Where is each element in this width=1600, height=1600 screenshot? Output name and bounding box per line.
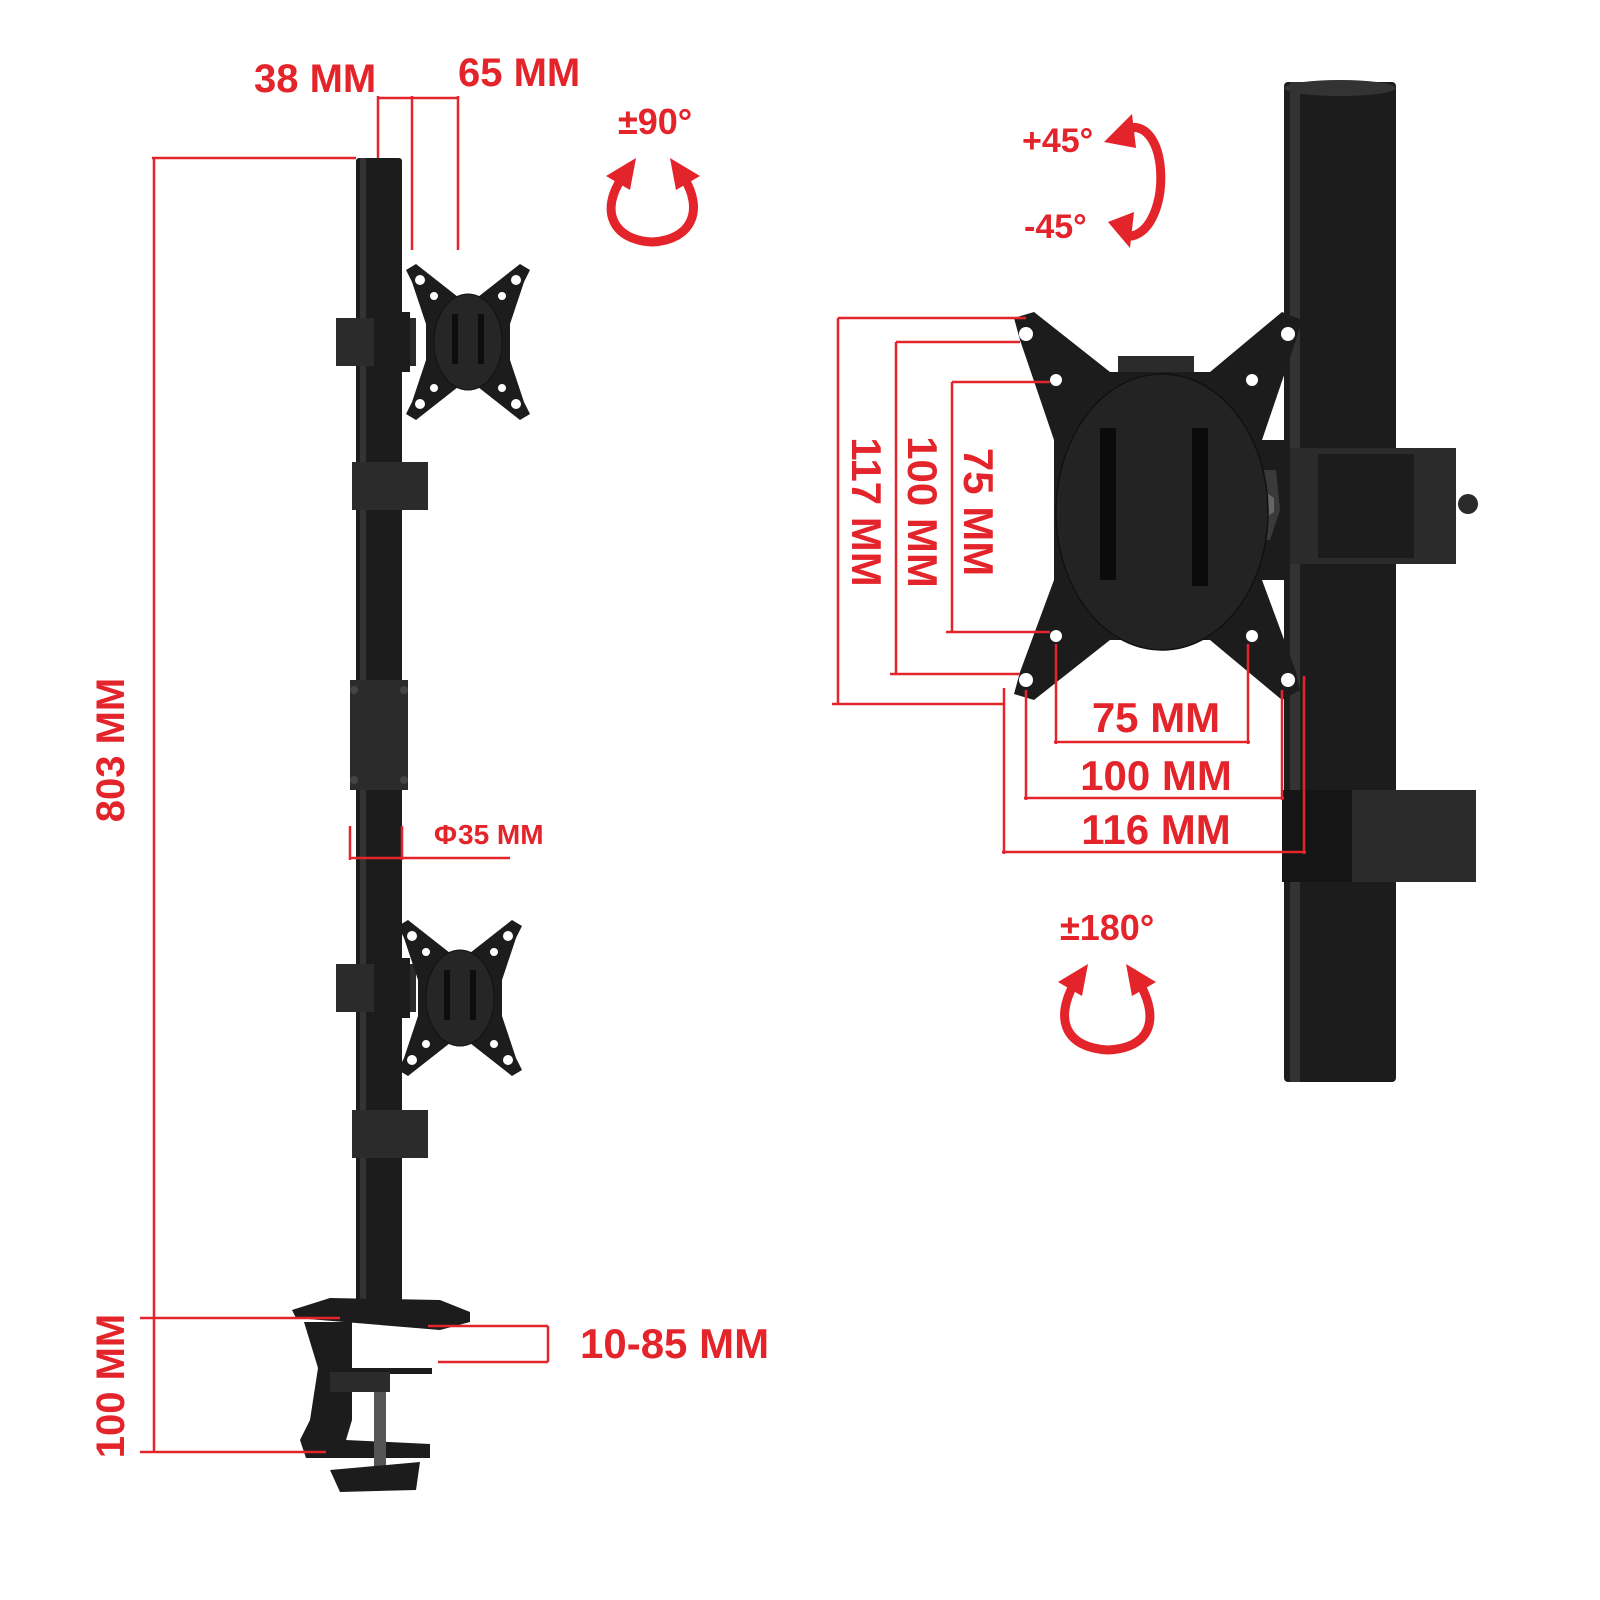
vesa-width-large-label: 100 MM xyxy=(1080,752,1232,799)
rotation-arrow-icon xyxy=(606,158,700,247)
pole-diameter-symbol: Φ xyxy=(434,819,457,850)
total-height-label: 803 MM xyxy=(89,678,133,823)
upper-collar xyxy=(352,462,428,510)
vesa-width-outer-label: 116 MM xyxy=(1081,806,1230,853)
arm-clamp-closeup xyxy=(1238,440,1478,580)
right-dimensions: 117 MM 100 MM 75 MM 75 MM 100 MM 116 MM … xyxy=(832,114,1306,1055)
pole-diameter-label: 35 MM xyxy=(458,819,544,850)
arm-offset-label: 38 MM xyxy=(254,57,376,101)
vesa-height-small-label: 75 MM xyxy=(955,448,1002,576)
vesa-width-small-label: 75 MM xyxy=(1092,694,1220,741)
desk-clamp xyxy=(292,1298,470,1492)
swivel-arrow-icon xyxy=(1058,964,1156,1055)
lower-collar xyxy=(352,1110,428,1158)
tilt-down-label: -45° xyxy=(1024,208,1087,246)
vesa-height-large-label: 100 MM xyxy=(899,436,946,588)
right-product xyxy=(1014,80,1478,1082)
pole-closeup xyxy=(1284,82,1396,1082)
swivel-label: ±180° xyxy=(1060,907,1154,948)
lower-vesa-plate xyxy=(397,919,523,1077)
clamp-height-label: 100 MM xyxy=(89,1314,133,1459)
vesa-height-outer-label: 117 MM xyxy=(843,437,890,586)
tilt-up-label: +45° xyxy=(1022,122,1093,160)
upper-vesa-plate xyxy=(405,263,531,421)
desk-thickness-label: 10-85 MM xyxy=(580,1320,769,1367)
rotation-label: ±90° xyxy=(618,101,692,142)
left-dimensions: 38 MM 65 MM 803 MM 100 MM Φ 35 MM 10-85 … xyxy=(89,51,769,1458)
tilt-arrow-icon xyxy=(1104,114,1166,248)
left-product xyxy=(292,158,531,1492)
vesa-plate-closeup xyxy=(1014,312,1302,700)
plate-offset-label: 65 MM xyxy=(458,51,580,95)
